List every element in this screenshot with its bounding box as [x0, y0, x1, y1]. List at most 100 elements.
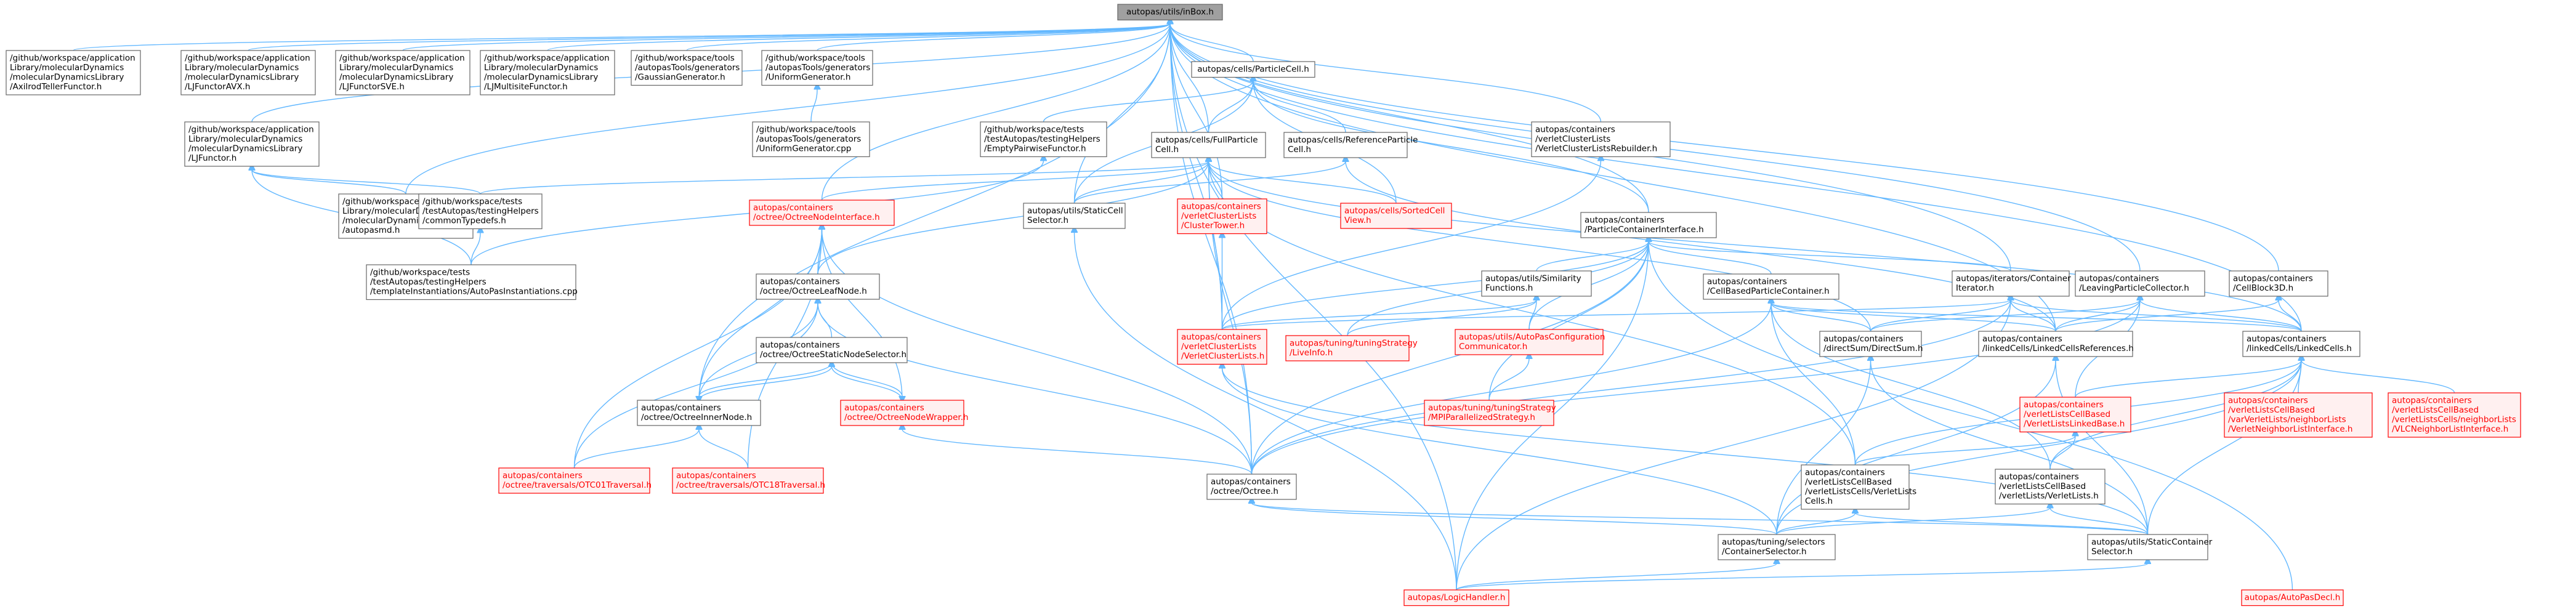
node-verletlistslinkedbase[interactable]: autopas/containers/verletListsCellBased/… [2019, 397, 2131, 433]
node-leavingparticlecollector[interactable]: autopas/containers/LeavingParticleCollec… [2075, 270, 2205, 297]
node-box[interactable] [1206, 474, 1297, 500]
node-box[interactable] [366, 264, 576, 300]
node-box[interactable] [1403, 589, 1509, 607]
node-box[interactable] [1455, 329, 1604, 355]
node-box[interactable] [2224, 392, 2373, 438]
node-box[interactable] [1285, 335, 1410, 361]
node-box[interactable] [1481, 270, 1592, 297]
node-octreenodewrapper[interactable]: autopas/containers/octree/OctreeNodeWrap… [840, 400, 969, 426]
node-box[interactable] [1424, 400, 1554, 426]
node-box[interactable] [1801, 464, 1910, 510]
node-box[interactable] [756, 337, 908, 363]
node-box[interactable] [1340, 203, 1452, 229]
node-box[interactable] [1177, 329, 1267, 365]
node-directsum[interactable]: autopas/containers/directSum/DirectSum.h [1819, 331, 1923, 357]
node-octreeleafnode[interactable]: autopas/containers/octree/OctreeLeafNode… [756, 273, 880, 300]
node-box[interactable] [6, 50, 141, 95]
node-autopasdecl[interactable]: autopas/AutoPasDecl.h [2241, 589, 2344, 607]
node-box[interactable] [2242, 331, 2360, 357]
node-cellblock3d[interactable]: autopas/containers/CellBlock3D.h [2229, 270, 2328, 297]
node-verletclusterlists[interactable]: autopas/containers/verletClusterLists/Ve… [1177, 329, 1267, 365]
node-box[interactable] [1283, 132, 1408, 158]
node-ljmulti[interactable]: /github/workspace/applicationLibrary/mol… [480, 50, 615, 95]
node-box[interactable] [761, 50, 873, 86]
node-linkedcells[interactable]: autopas/containers/linkedCells/LinkedCel… [2242, 331, 2360, 357]
node-box[interactable] [1117, 4, 1223, 21]
node-axilrod[interactable]: /github/workspace/applicationLibrary/mol… [6, 50, 141, 95]
node-box[interactable] [2087, 534, 2208, 560]
node-box[interactable] [1023, 203, 1126, 229]
node-ljsve[interactable]: /github/workspace/applicationLibrary/mol… [335, 50, 470, 95]
node-octreestaticnodeselector[interactable]: autopas/containers/octree/OctreeStaticNo… [756, 337, 908, 363]
node-box[interactable] [480, 50, 615, 95]
dependency-edge [818, 303, 1253, 475]
node-vclrebuilder[interactable]: autopas/containers/verletClusterLists/Ve… [1531, 121, 1671, 158]
node-box[interactable] [2241, 589, 2344, 607]
node-unigen[interactable]: /github/workspace/tools/autopasTools/gen… [761, 50, 873, 86]
node-ljavx[interactable]: /github/workspace/applicationLibrary/mol… [180, 50, 316, 95]
node-otc01[interactable]: autopas/containers/octree/traversals/OTC… [498, 467, 652, 494]
node-box[interactable] [2388, 392, 2521, 438]
node-octree[interactable]: autopas/containers/octree/Octree.h [1206, 474, 1297, 500]
node-box[interactable] [631, 50, 743, 86]
node-box[interactable] [2075, 270, 2205, 297]
node-configcommunicator[interactable]: autopas/utils/AutoPasConfigurationCommun… [1455, 329, 1605, 355]
node-mpiparallelized[interactable]: autopas/tuning/tuningStrategy/MPIParalle… [1424, 400, 1556, 426]
node-ljfunctor[interactable]: /github/workspace/applicationLibrary/mol… [184, 121, 320, 167]
node-linkedcellsreferences[interactable]: autopas/containers/linkedCells/LinkedCel… [1978, 331, 2134, 357]
node-box[interactable] [637, 400, 761, 426]
node-box[interactable] [1580, 212, 1717, 238]
node-box[interactable] [418, 193, 543, 230]
node-label-line: /github/workspace/application [339, 54, 465, 63]
node-box[interactable] [1978, 331, 2133, 357]
node-box[interactable] [1995, 469, 2106, 505]
node-liveinfo[interactable]: autopas/tuning/tuningStrategy/LiveInfo.h [1285, 335, 1418, 361]
node-box[interactable] [1531, 121, 1671, 158]
node-box[interactable] [752, 121, 870, 158]
node-emptypairwise[interactable]: /github/workspace/tests/testAutopas/test… [980, 121, 1107, 158]
node-box[interactable] [1177, 198, 1267, 235]
node-cellbasedparticlecontainer[interactable]: autopas/containers/CellBasedParticleCont… [1703, 273, 1839, 300]
node-octreenodeinterface[interactable]: autopas/containers/octree/OctreeNodeInte… [749, 200, 895, 226]
node-box[interactable] [1151, 132, 1266, 158]
node-clustertower[interactable]: autopas/containers/verletClusterLists/Cl… [1177, 198, 1267, 235]
node-containerselector[interactable]: autopas/tuning/selectors/ContainerSelect… [1718, 534, 1836, 560]
node-box[interactable] [1718, 534, 1836, 560]
node-templateinst[interactable]: /github/workspace/tests/testAutopas/test… [366, 264, 578, 300]
node-unigencpp[interactable]: /github/workspace/tools/autopasTools/gen… [752, 121, 870, 158]
node-box[interactable] [1952, 270, 2070, 297]
node-commontypedefs[interactable]: /github/workspace/tests/testAutopas/test… [418, 193, 543, 230]
node-otc18[interactable]: autopas/containers/octree/traversals/OTC… [672, 467, 825, 494]
node-box[interactable] [184, 121, 320, 167]
node-root[interactable]: autopas/utils/inBox.h [1117, 4, 1223, 21]
node-box[interactable] [840, 400, 964, 426]
node-box[interactable] [1703, 273, 1839, 300]
node-gaussgen[interactable]: /github/workspace/tools/autopasTools/gen… [631, 50, 743, 86]
node-box[interactable] [498, 467, 650, 494]
node-verletlists[interactable]: autopas/containers/verletListsCellBased/… [1995, 469, 2106, 505]
node-box[interactable] [180, 50, 316, 95]
node-box[interactable] [335, 50, 470, 95]
node-verletlistscells[interactable]: autopas/containers/verletListsCellBased/… [1801, 464, 1916, 510]
node-box[interactable] [672, 467, 824, 494]
node-varverletlistasbuild[interactable]: autopas/containers/verletListsCellBased/… [2224, 392, 2373, 438]
node-box[interactable] [2019, 397, 2131, 433]
node-particlecontainerinterface[interactable]: autopas/containers/ParticleContainerInte… [1580, 212, 1717, 238]
node-box[interactable] [1191, 61, 1315, 78]
node-vlcneighborlist[interactable]: autopas/containers/verletListsCellBased/… [2388, 392, 2521, 438]
node-logichandler[interactable]: autopas/LogicHandler.h [1403, 589, 1509, 607]
node-box[interactable] [756, 273, 880, 300]
node-box[interactable] [749, 200, 895, 226]
node-particlecell[interactable]: autopas/cells/ParticleCell.h [1191, 61, 1315, 78]
node-box[interactable] [2229, 270, 2328, 297]
node-octreeinnernode[interactable]: autopas/containers/octree/OctreeInnerNod… [637, 400, 761, 426]
node-box[interactable] [980, 121, 1107, 158]
node-box[interactable] [1819, 331, 1922, 357]
